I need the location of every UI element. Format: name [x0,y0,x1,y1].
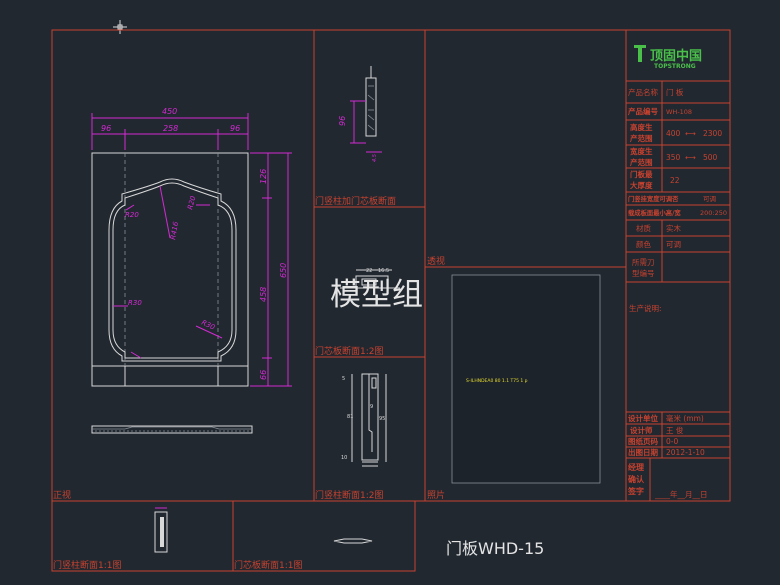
dim-width-total: 450 [162,107,177,116]
dim-panel-22: 22 [366,268,372,274]
label-perspective: 透视 [427,255,445,267]
logo-subtext: TOPSTRONG [654,63,696,70]
drawing-border [51,29,731,572]
stile-adjust-label: 门竖挂宽度可调否 [628,194,679,203]
label-stile-section-top: 门竖柱加门芯板断面 [315,195,396,207]
drawing-name: 门板WHD-15 [446,539,544,558]
page-number-value: 0-0 [666,437,678,446]
issue-date-value: 2012-1-10 [666,448,705,457]
product-name-label: 产品名称 [628,87,658,97]
view-labels: 正视 门竖柱加门芯板断面 透视 门芯板断面1:2图 门竖柱断面1:2图 照片 门… [53,195,445,571]
width-range-to: 500 [703,153,718,162]
width-range-from: 350 [666,153,681,162]
height-range-to: 2300 [703,129,722,138]
dim-height-mid: 458 [259,287,268,302]
min-panel-value: 200:250 [700,209,727,217]
stile-adjust-value: 可调 [703,194,716,203]
issue-date-label: 出图日期 [628,447,658,457]
dim-width-right: 96 [230,124,240,133]
dim-section-top: 96 [338,116,347,126]
production-note-label: 生产说明: [629,303,662,313]
dim-height-total: 650 [279,263,288,278]
design-unit-label: 设计单位 [628,413,658,423]
min-panel-label: 载成板面最小高/宽 [628,208,681,217]
dim-stile-5: 5 [342,376,345,382]
material-label: 材质 [636,223,651,233]
designer-value: 王 俊 [666,425,684,435]
label-panel-section: 门芯板断面1:2图 [315,345,384,357]
dim-width-mid: 258 [163,124,178,133]
dim-height-bottom: 66 [259,370,268,380]
material-value: 实木 [666,223,681,233]
width-range-label: 宽度生产范围 [630,146,653,167]
product-name-value: 门 板 [666,87,684,97]
logo-text: 顶固中国 [650,48,702,64]
stile-section-11 [154,507,168,553]
max-thickness-value: 22 [670,176,680,185]
double-arrow-icon: ⟷ [685,153,696,162]
front-view-dimensions: 450 96 258 96 126 458 66 650 R20 R20 R41… [91,107,292,387]
height-range-from: 400 [666,129,681,138]
date-blank: ____年__月__日 [654,489,708,499]
dim-radius-top-right: R20 [186,195,197,211]
label-front-view: 正视 [53,489,71,501]
dim-height-top: 126 [259,169,268,184]
dim-radius-left: R30 [128,299,142,307]
designer-label: 设计师 [630,425,653,435]
dim-radius-bottom: R30 [200,319,216,332]
dim-stile-9: 9 [370,404,373,410]
dim-stile-81: 81 [347,414,353,420]
dim-radius-arc: R416 [169,220,180,240]
color-value: 可调 [666,240,681,249]
title-block-text: 产品名称 门 板 产品编号 WH-108 高度生产范围 400 ⟷ 2300 宽… [627,87,727,499]
product-code-label: 产品编号 [628,106,658,116]
cutter-code-label: 所需刀型编号 [632,257,655,278]
design-unit-value: 毫米 (mm) [666,413,704,423]
photo-note: S-ILHNDEA0 80 1.1 T75 1 p [466,378,528,384]
company-logo: 顶固中国 TOPSTRONG [634,45,702,70]
label-photo: 照片 [427,489,445,501]
label-stile-section-11: 门竖柱断面1:1图 [53,559,122,571]
double-arrow-icon: ⟷ [685,129,696,138]
dim-stile-10: 10 [341,455,347,461]
max-thickness-label: 门板最大厚度 [630,169,653,190]
photo-frame: S-ILHNDEA0 80 1.1 T75 1 p [451,274,601,484]
color-label: 颜色 [636,239,651,249]
dim-width-left: 96 [101,124,111,133]
height-range-label: 高度生产范围 [630,122,653,143]
dim-stile-95: 95 [379,416,385,422]
stile-section-12: 5 81 95 9 10 [341,373,387,467]
dim-section-tiny: 4.5 [372,154,378,162]
label-panel-section-11: 门芯板断面1:1图 [234,559,303,571]
watermark-text: 模型组 [330,277,423,313]
product-code-value: WH-108 [666,108,692,116]
dim-radius-top-left: R20 [125,211,139,219]
manager-confirm-label: 经理确认签字 [627,462,645,496]
front-view [91,152,253,434]
dim-panel-165: 16.5 [378,268,389,274]
panel-section-12: 22 16.5 [340,268,400,289]
crosshair-icon [113,20,127,34]
title-block-grid [626,80,730,501]
panel-section-11 [333,538,373,544]
label-stile-section: 门竖柱断面1:2图 [315,489,384,501]
page-number-label: 图纸页码 [628,436,658,446]
stile-panel-section-top: 96 4.5 [338,66,382,162]
